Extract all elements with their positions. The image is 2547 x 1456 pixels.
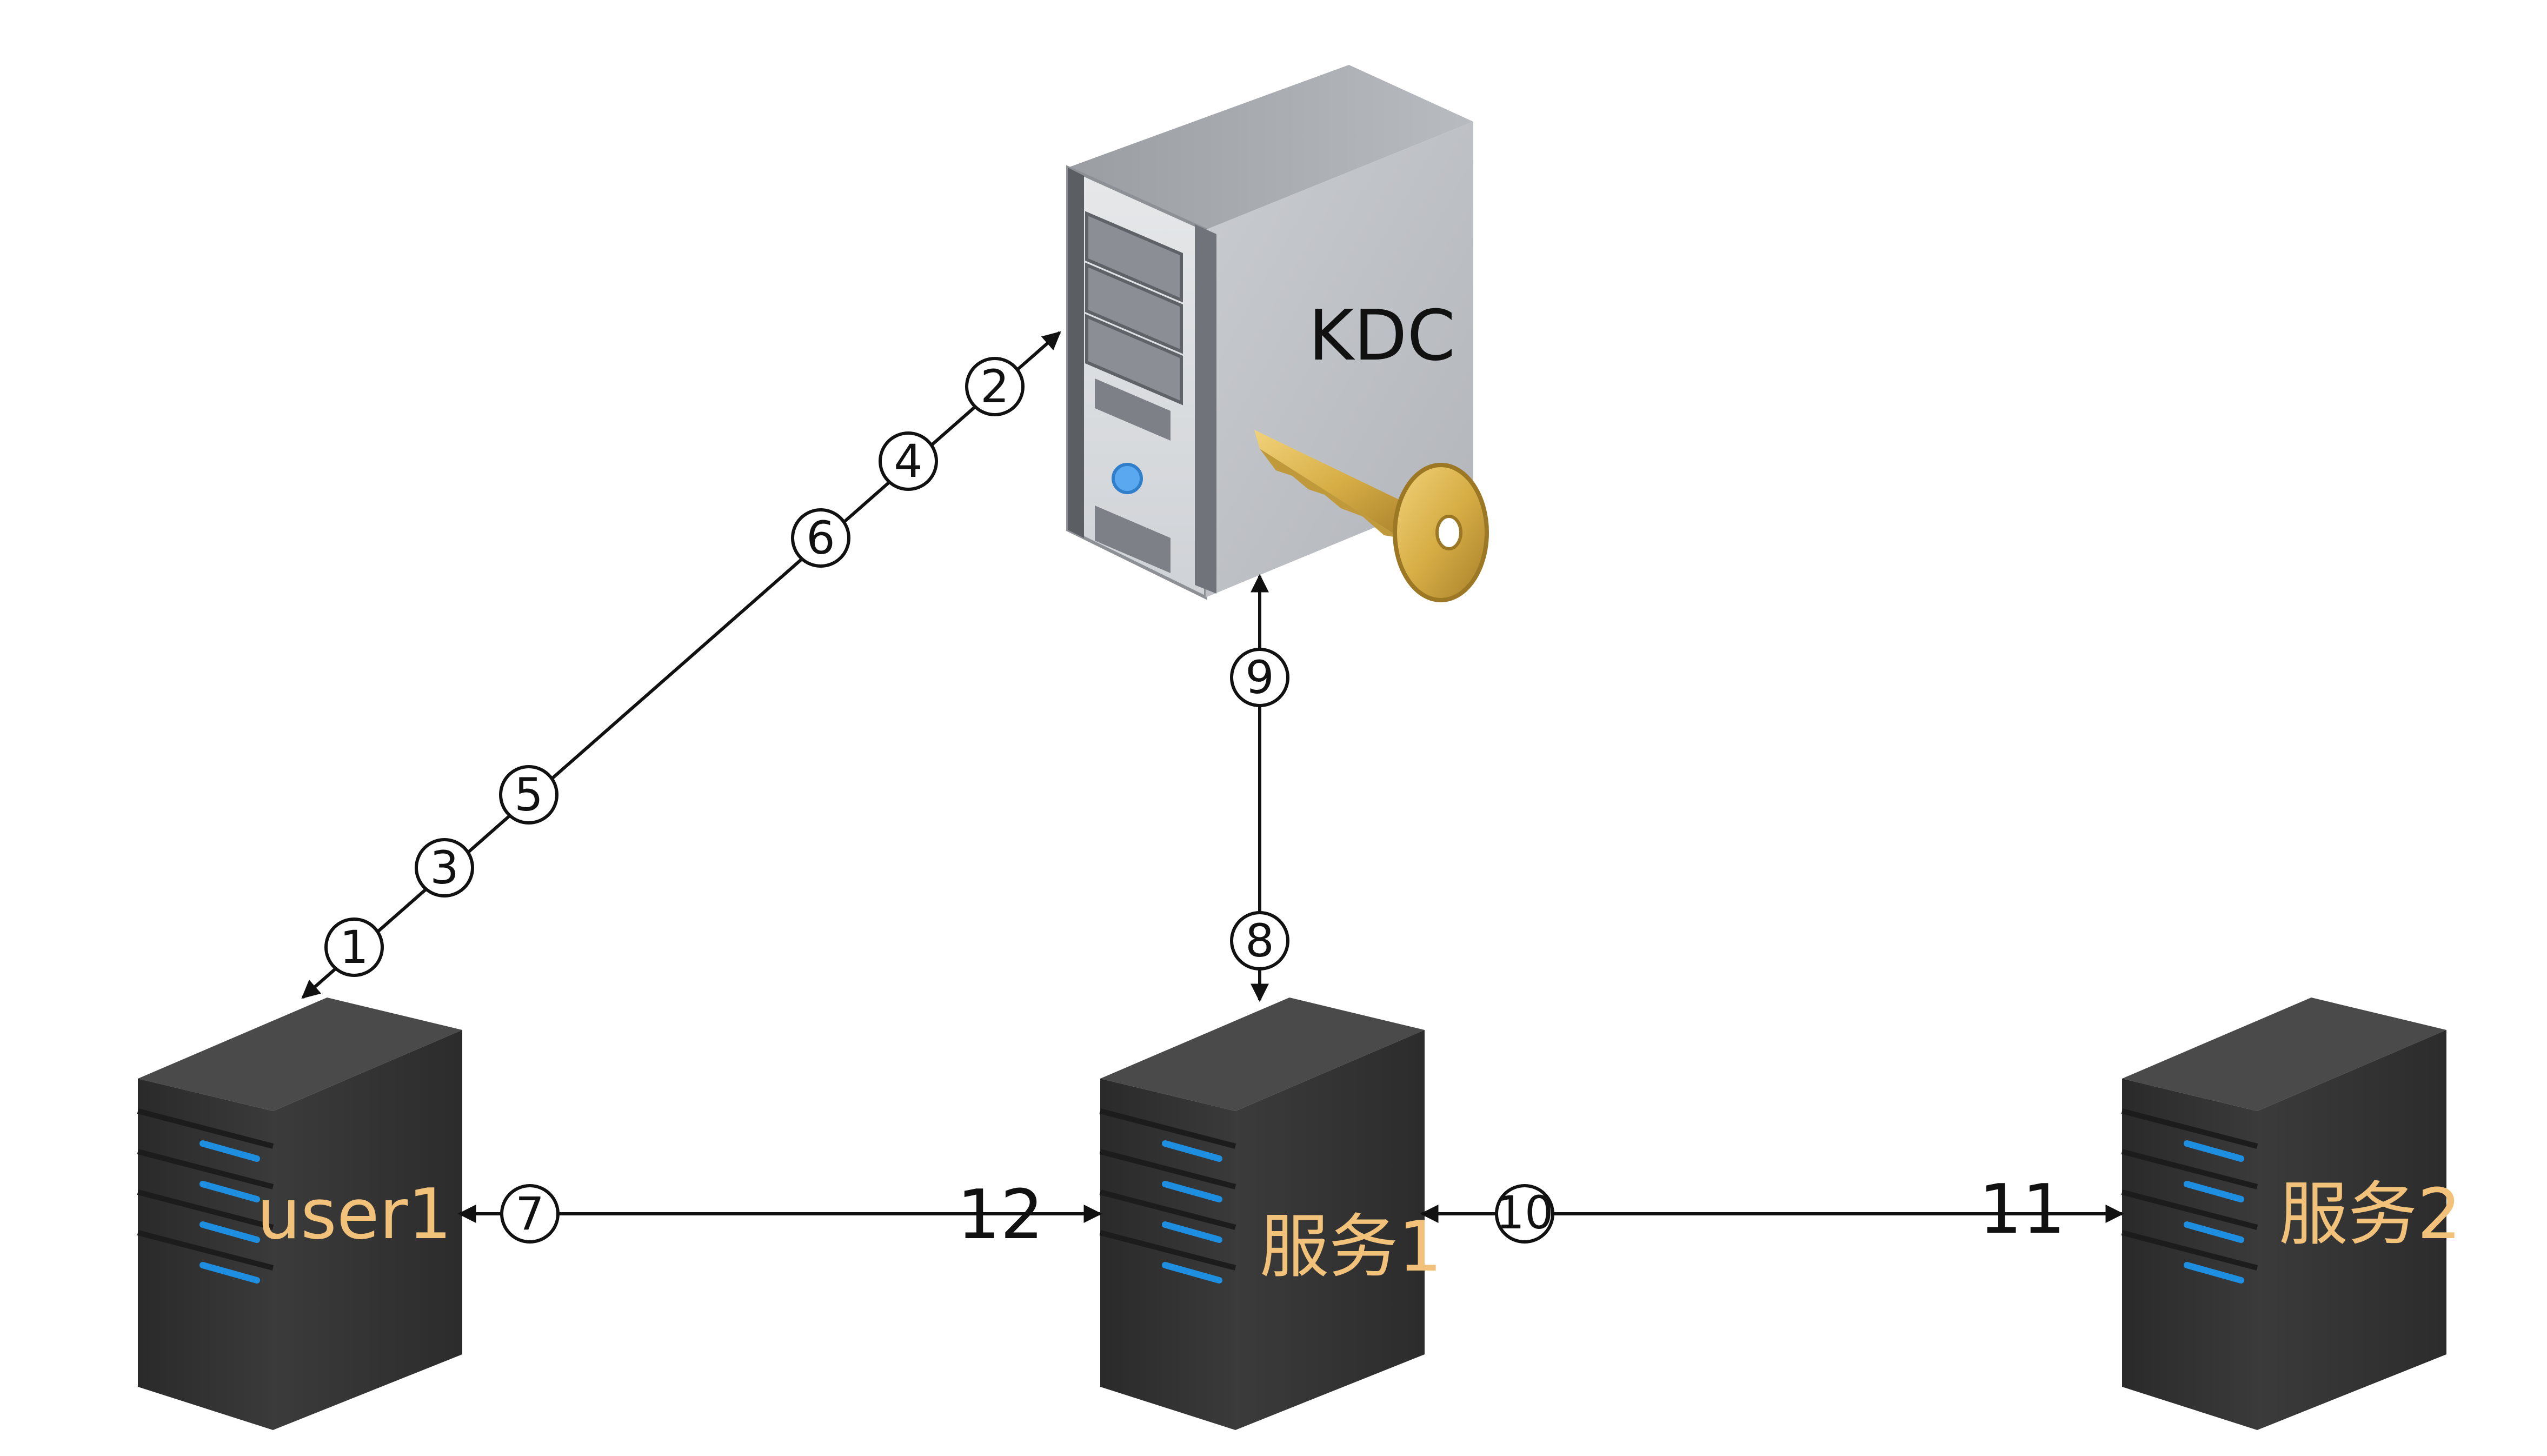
step-marker-7: 7 bbox=[500, 1184, 560, 1244]
step-marker-1: 1 bbox=[324, 918, 384, 977]
step-marker-6: 6 bbox=[791, 508, 850, 568]
svg-text:7: 7 bbox=[515, 1187, 544, 1240]
label-12: 12 bbox=[957, 1175, 1043, 1254]
svg-text:10: 10 bbox=[1496, 1186, 1554, 1239]
kdc-server-icon: KDC bbox=[1066, 65, 1473, 600]
step-marker-3: 3 bbox=[415, 838, 474, 897]
label-11: 11 bbox=[1979, 1169, 2065, 1249]
edge-user1-kdc bbox=[301, 331, 1061, 999]
user1-label: user1 bbox=[257, 1174, 452, 1255]
svg-text:1: 1 bbox=[340, 921, 368, 974]
svg-text:9: 9 bbox=[1245, 651, 1274, 704]
kdc-label: KDC bbox=[1308, 296, 1455, 376]
step-marker-10: 10 bbox=[1495, 1184, 1554, 1244]
key-icon bbox=[1254, 430, 1489, 602]
step-marker-4: 4 bbox=[879, 431, 938, 491]
svg-text:2: 2 bbox=[980, 360, 1009, 413]
svg-text:6: 6 bbox=[806, 511, 835, 564]
svg-text:4: 4 bbox=[894, 435, 922, 488]
step-marker-8: 8 bbox=[1230, 911, 1289, 970]
step-marker-2: 2 bbox=[965, 357, 1025, 416]
service2-label: 服务2 bbox=[2279, 1174, 2461, 1255]
service1-label: 服务1 bbox=[1260, 1207, 1442, 1287]
step-marker-5: 5 bbox=[499, 765, 558, 825]
svg-text:3: 3 bbox=[430, 841, 458, 894]
svg-text:5: 5 bbox=[514, 768, 543, 821]
step-marker-9: 9 bbox=[1230, 648, 1289, 707]
svg-text:8: 8 bbox=[1245, 914, 1274, 967]
